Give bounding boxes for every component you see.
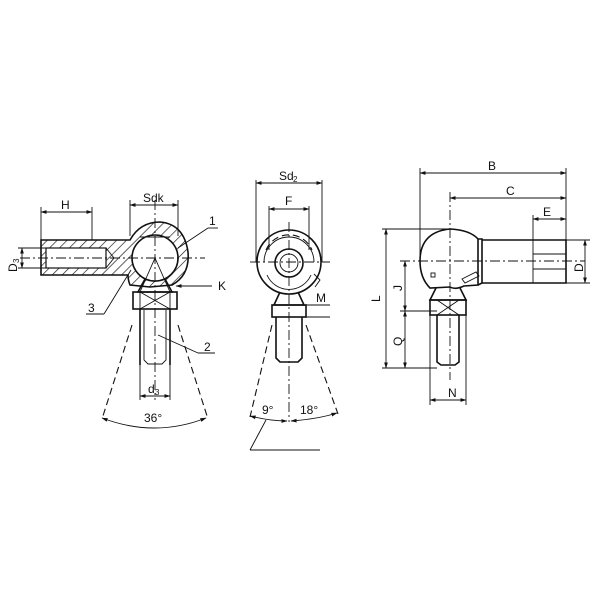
dim-Q: Q bbox=[391, 337, 405, 346]
joint-nut bbox=[429, 299, 467, 316]
dim-C: C bbox=[506, 184, 515, 198]
dim-N: N bbox=[448, 386, 457, 400]
dim-d3: d bbox=[148, 382, 155, 396]
dim-angle-9: 9° bbox=[262, 403, 274, 417]
dim-Sd2: Sd bbox=[279, 169, 294, 183]
front-view: Sd 2 F M 9° 18° bbox=[249, 169, 339, 451]
callout-1: 1 bbox=[209, 214, 216, 228]
dim-B: B bbox=[488, 159, 496, 173]
callout-3: 3 bbox=[88, 301, 95, 315]
svg-text:3: 3 bbox=[155, 388, 160, 397]
dim-M: M bbox=[316, 291, 326, 305]
dim-H: H bbox=[61, 198, 70, 212]
dim-D: D bbox=[572, 263, 586, 272]
dim-angle-18: 18° bbox=[300, 403, 318, 417]
side-section-view: H Sdk D 3 K 1 3 2 d 3 36° bbox=[6, 191, 226, 429]
svg-text:3: 3 bbox=[12, 258, 21, 263]
angle-joint-view: B C E D L J Q N bbox=[369, 159, 590, 405]
dim-F: F bbox=[285, 194, 292, 208]
dim-angle-36: 36° bbox=[144, 411, 162, 425]
dim-D3: D bbox=[6, 263, 20, 272]
dim-J: J bbox=[391, 285, 405, 291]
dim-L: L bbox=[369, 295, 383, 302]
ball-socket-head bbox=[419, 228, 479, 290]
svg-text:2: 2 bbox=[293, 175, 298, 184]
dim-Sdk: Sdk bbox=[143, 191, 165, 205]
callout-2: 2 bbox=[204, 340, 211, 354]
dim-K: K bbox=[218, 279, 226, 293]
dim-E: E bbox=[543, 205, 551, 219]
